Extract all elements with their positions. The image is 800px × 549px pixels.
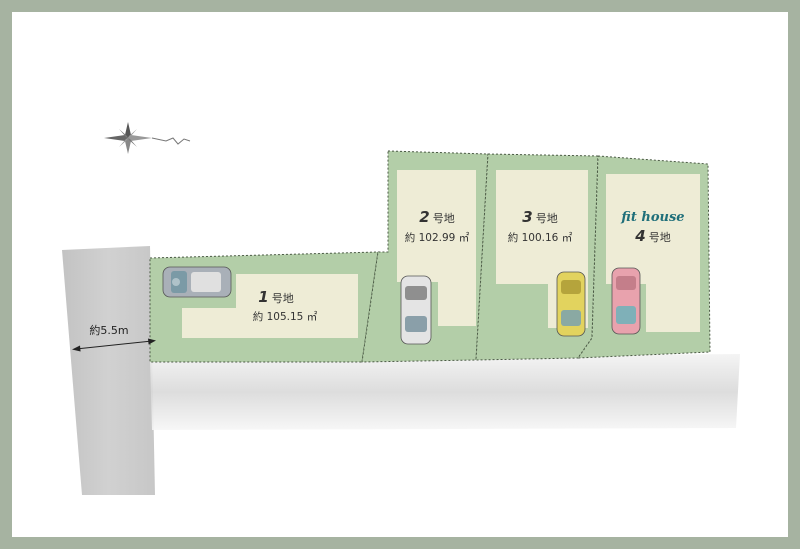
lot-2 bbox=[361, 150, 489, 363]
lot-4-building-area bbox=[606, 174, 700, 332]
lot-4 bbox=[577, 155, 711, 359]
road-width-label: 約5.5m bbox=[89, 323, 128, 337]
road-horizontal bbox=[150, 354, 740, 430]
brand-logo: fit house bbox=[620, 210, 684, 225]
lot-1-area: 約 105.15 ㎡ bbox=[253, 310, 318, 323]
car-lot-1 bbox=[162, 266, 232, 298]
car-lot-2 bbox=[400, 275, 432, 345]
lot-2-area: 約 102.99 ㎡ bbox=[405, 231, 470, 244]
road-width-dimension bbox=[72, 338, 156, 352]
road-vertical bbox=[62, 246, 155, 495]
car-lot-3 bbox=[556, 271, 586, 337]
lot-3-area: 約 100.16 ㎡ bbox=[508, 231, 573, 244]
car-lot-4 bbox=[611, 267, 641, 335]
compass-north-icon bbox=[104, 122, 191, 154]
lot-2-building-area bbox=[397, 170, 476, 326]
lot-1-building-area bbox=[182, 274, 358, 338]
